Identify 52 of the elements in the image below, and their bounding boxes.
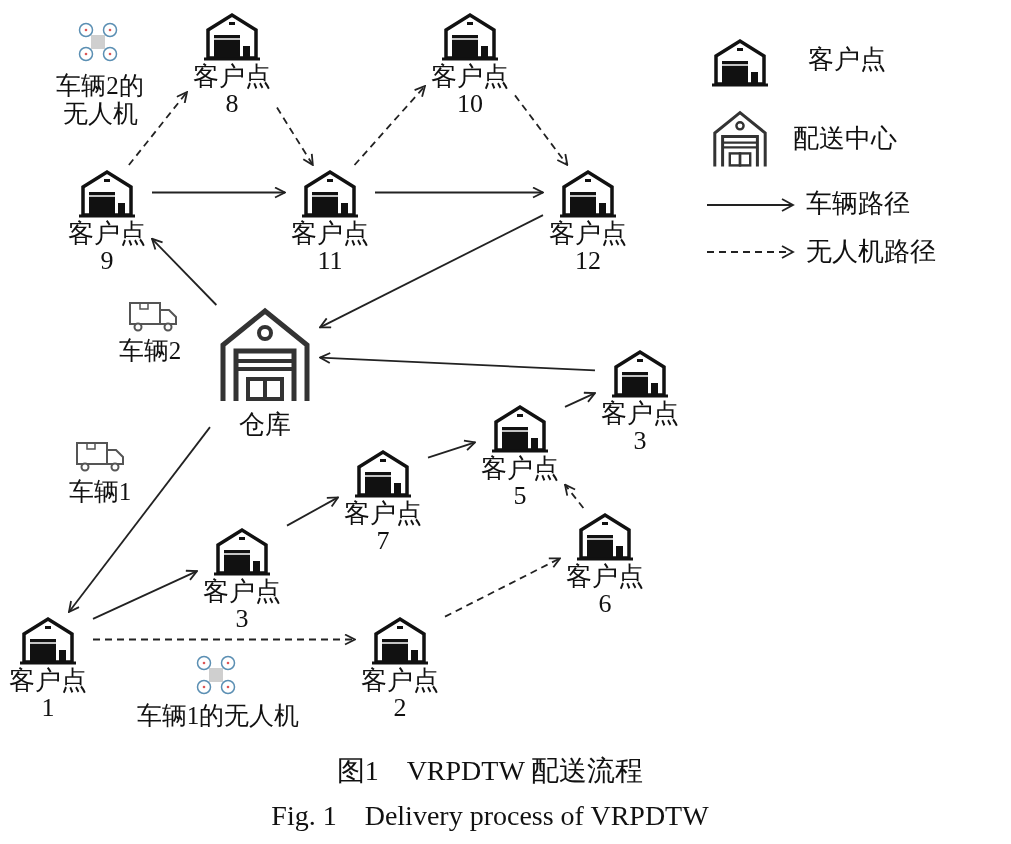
node-label: 客户点 — [68, 220, 146, 247]
node-label: 客户点 — [203, 578, 281, 605]
node-label: 客户点 — [601, 400, 679, 427]
node-label: 客户点 — [431, 63, 509, 90]
arrow — [92, 569, 198, 620]
node-number: 10 — [457, 90, 483, 117]
arrow — [286, 496, 339, 527]
caption-text: 图1 VRPDTW 配送流程 — [335, 755, 645, 787]
node-number: 8 — [225, 90, 239, 117]
node-number: 9 — [100, 247, 114, 274]
route-label: 车辆2的无人机 — [55, 72, 145, 128]
node-label: 客户点 — [193, 63, 271, 90]
dashed-arrow — [444, 557, 561, 618]
node-label: 客户点 — [9, 667, 87, 694]
node-number: 11 — [317, 247, 343, 274]
arrow — [564, 391, 596, 408]
node-number: 1 — [41, 694, 55, 721]
node-label: 客户点 — [481, 455, 559, 482]
legend-label: 客户点 — [808, 46, 886, 73]
route-label: 车辆1 — [67, 478, 133, 506]
dashed-arrow — [128, 91, 188, 166]
route-label: 车辆1的无人机 — [135, 702, 301, 730]
dashed-arrow — [92, 633, 356, 646]
dashed-arrow — [514, 94, 569, 166]
node-label: 客户点 — [566, 563, 644, 590]
node-label: 客户点 — [291, 220, 369, 247]
dashed-arrow — [353, 85, 426, 166]
node-label: 仓库 — [239, 411, 291, 438]
node-number: 12 — [575, 247, 601, 274]
dashed-arrow — [564, 483, 585, 509]
node-label: 客户点 — [549, 220, 627, 247]
node-number: 2 — [393, 694, 407, 721]
node-label: 客户点 — [344, 500, 422, 527]
node-number: 3 — [235, 605, 249, 632]
arrow — [68, 426, 211, 613]
arrow — [427, 439, 476, 459]
arrow — [374, 186, 544, 199]
legend-label: 车辆路径 — [806, 190, 910, 217]
legend-label: 配送中心 — [793, 125, 897, 152]
arrow — [151, 237, 218, 306]
route-label: 车辆2 — [117, 337, 183, 365]
arrow — [319, 214, 544, 329]
node-number: 5 — [513, 482, 527, 509]
node-number: 6 — [598, 590, 612, 617]
arrow — [319, 352, 596, 372]
node-label: 客户点 — [361, 667, 439, 694]
arrow — [151, 186, 286, 199]
dashed-arrow — [276, 106, 314, 166]
caption-text: Fig. 1 Delivery process of VRPDTW — [270, 800, 710, 832]
node-number: 3 — [633, 427, 647, 454]
node-number: 7 — [376, 527, 390, 554]
legend-label: 无人机路径 — [806, 238, 936, 265]
